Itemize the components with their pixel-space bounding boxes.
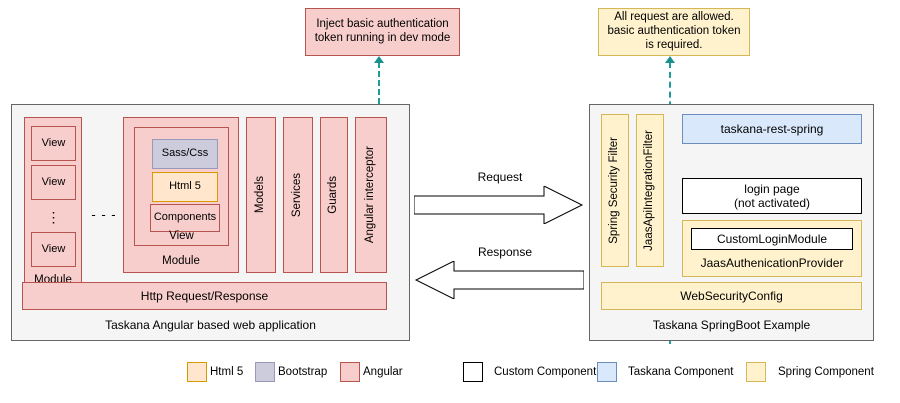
filter-spring-security-label: Spring Security Filter — [608, 137, 621, 244]
module-a-ellipsis: ⋮ — [46, 208, 61, 225]
jaas-authentication-provider-label: JaasAuthenicationProvider — [700, 256, 844, 270]
response-arrow-label: Response — [477, 245, 533, 259]
module-b-item-sass-css[interactable]: Sass/Css — [152, 139, 218, 169]
column-angular-interceptor[interactable]: Angular interceptor — [355, 117, 387, 273]
legend-swatch-bootstrap — [255, 362, 275, 382]
column-services-label: Services — [291, 172, 304, 218]
filter-spring-security[interactable]: Spring Security Filter — [601, 114, 629, 267]
right-container-caption: Taskana SpringBoot Example — [652, 318, 811, 332]
legend-label-angular: Angular — [363, 366, 403, 378]
login-page-line1: login page — [744, 181, 800, 196]
module-a-view-3[interactable]: View — [31, 232, 76, 267]
http-request-response-bar[interactable]: Http Request/Response — [22, 282, 387, 310]
login-page-box[interactable]: login page (not activated) — [682, 178, 862, 214]
module-b-item-components[interactable]: Components — [150, 204, 220, 232]
legend-swatch-taskana-component — [597, 362, 617, 382]
request-arrow — [414, 186, 584, 224]
request-arrow-label: Request — [477, 170, 523, 184]
filter-jaas-api-integration-label: JaasApiIntegrationFilter — [643, 130, 656, 251]
legend-swatch-angular — [340, 362, 360, 382]
module-b-label: Module — [162, 255, 200, 267]
module-a-view-1[interactable]: View — [31, 126, 76, 161]
column-services[interactable]: Services — [283, 117, 313, 273]
callout-angular-interceptor: Inject basic authentication token runnin… — [305, 8, 460, 56]
legend-label-bootstrap: Bootstrap — [278, 366, 328, 378]
connector-spring-arrowhead-icon — [665, 56, 675, 63]
legend-label-html5: Html 5 — [210, 366, 244, 378]
column-angular-interceptor-label: Angular interceptor — [364, 146, 377, 244]
legend-swatch-custom-component — [463, 362, 483, 382]
legend-swatch-html5 — [187, 362, 207, 382]
column-models[interactable]: Models — [246, 117, 276, 273]
column-models-label: Models — [254, 176, 267, 214]
web-security-config-box[interactable]: WebSecurityConfig — [601, 282, 862, 310]
column-guards-label: Guards — [327, 176, 340, 214]
custom-login-module-box[interactable]: CustomLoginModule — [691, 228, 853, 250]
column-guards[interactable]: Guards — [320, 117, 348, 273]
connector-angular-arrowhead-icon — [374, 56, 384, 63]
login-page-line2: (not activated) — [733, 196, 811, 210]
module-a-view-2[interactable]: View — [31, 165, 76, 200]
modules-separator: - - - — [91, 206, 117, 222]
response-arrow — [414, 261, 584, 299]
callout-spring-security: All request are allowed. basic authentic… — [598, 8, 750, 56]
legend-label-custom-component: Custom Component — [494, 366, 597, 378]
filter-jaas-api-integration[interactable]: JaasApiIntegrationFilter — [636, 114, 664, 267]
legend-swatch-spring-component — [746, 362, 766, 382]
module-b-view-label: View — [169, 230, 194, 242]
left-container-caption: Taskana Angular based web application — [105, 318, 316, 332]
connector-angular-dashed — [378, 62, 380, 104]
taskana-rest-spring-box[interactable]: taskana-rest-spring — [682, 114, 862, 144]
module-b-item-html5[interactable]: Html 5 — [152, 172, 218, 202]
legend-label-spring-component: Spring Component — [778, 366, 874, 378]
legend-label-taskana-component: Taskana Component — [628, 366, 734, 378]
